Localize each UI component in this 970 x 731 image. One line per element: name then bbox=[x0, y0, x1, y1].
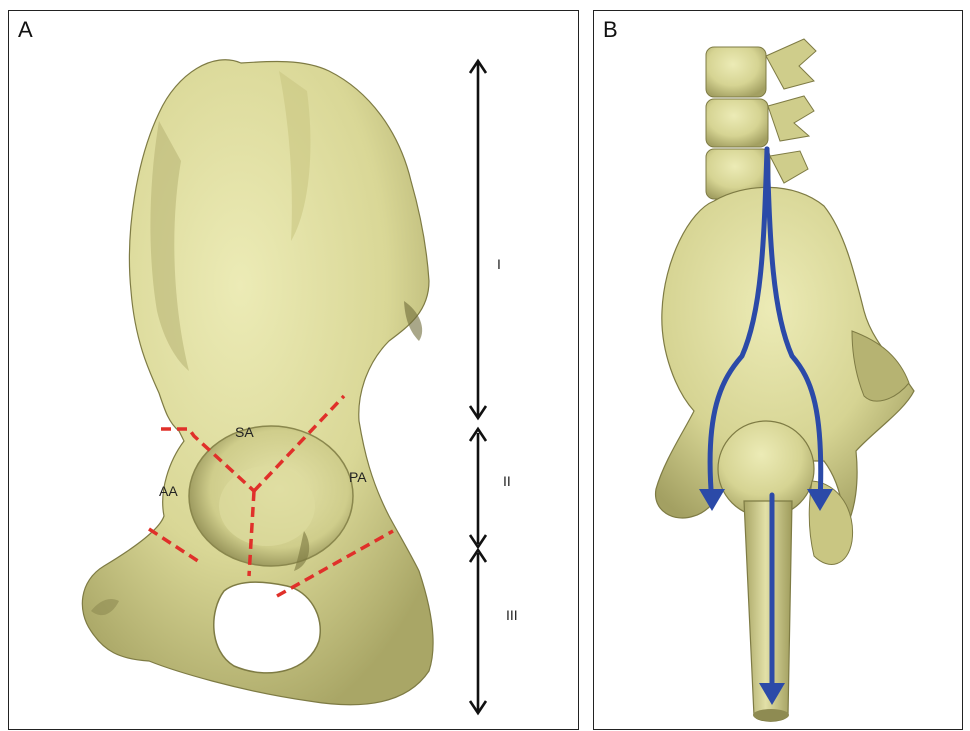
region-label-aa: AA bbox=[159, 483, 178, 499]
region-label-sa: SA bbox=[235, 424, 254, 440]
pelvis-femur-view bbox=[594, 11, 963, 730]
hip-bone-lateral-view bbox=[9, 11, 579, 730]
zone-label-ii: II bbox=[503, 473, 511, 489]
panel-b: B bbox=[593, 10, 963, 730]
lumbar-vertebrae bbox=[706, 39, 816, 199]
panel-a: A bbox=[8, 10, 579, 730]
region-label-pa: PA bbox=[349, 469, 367, 485]
zone-label-iii: III bbox=[506, 607, 518, 623]
obturator-foramen bbox=[214, 582, 321, 673]
zone-arrows bbox=[470, 61, 486, 713]
zone-label-i: I bbox=[497, 256, 501, 272]
